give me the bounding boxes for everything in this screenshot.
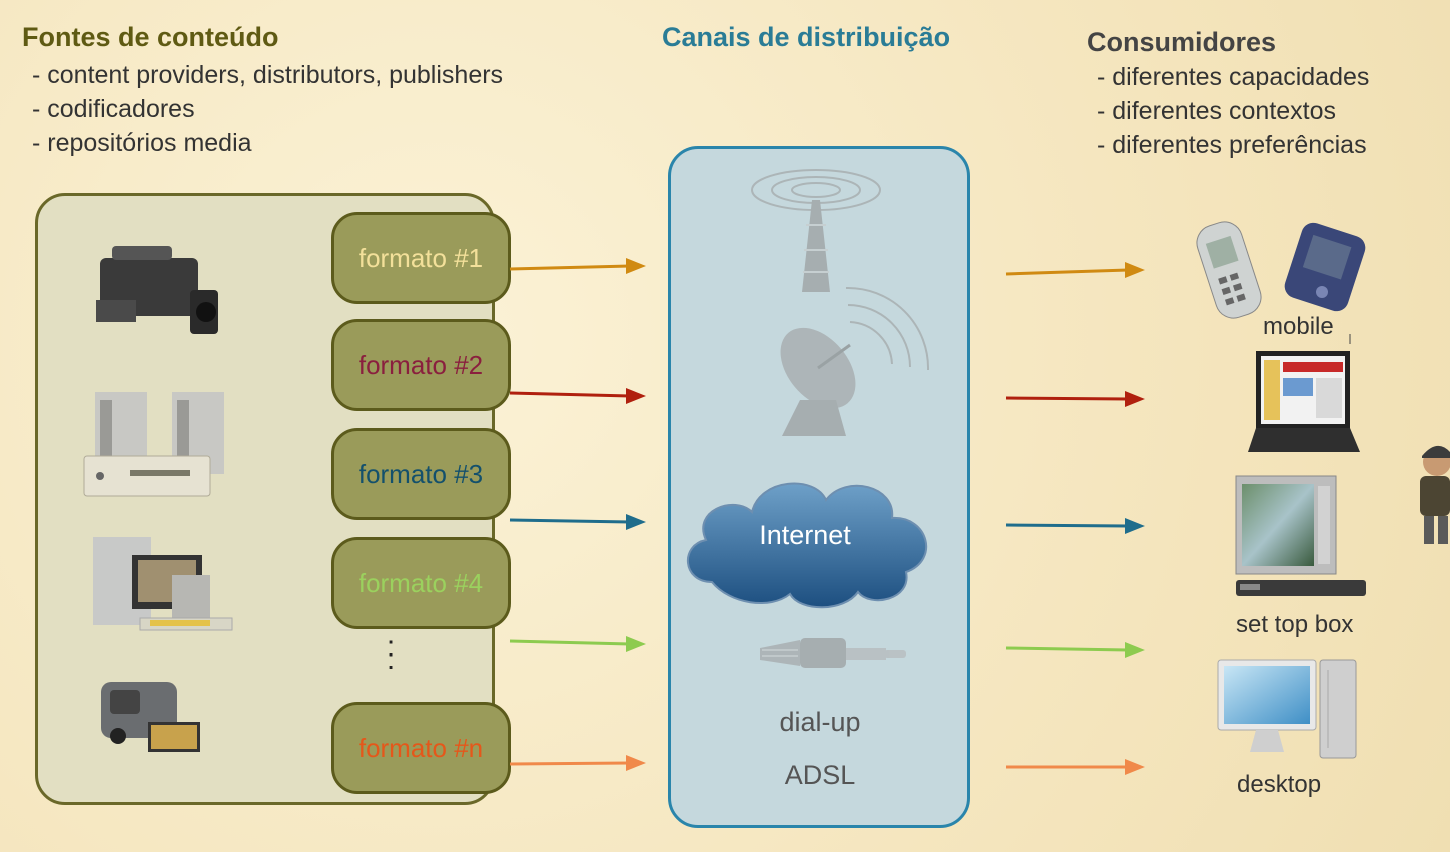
format-box-n: formato #n xyxy=(331,702,511,794)
workstation-icon xyxy=(93,537,233,631)
device-label-desktop: desktop xyxy=(1237,771,1322,798)
format-label: formato #n xyxy=(358,732,484,763)
channels-heading: Canais de distribuição xyxy=(662,22,951,52)
format-arrows-left xyxy=(509,258,646,771)
consumers-bullet: - diferentes capacidades xyxy=(1097,63,1370,91)
format-label: formato #4 xyxy=(358,567,484,598)
format-box-2: formato #2 xyxy=(331,319,511,411)
sources-bullet: - repositórios media xyxy=(32,129,252,157)
format-box-4: formato #4 xyxy=(331,537,511,629)
satellite-dish-icon xyxy=(780,286,930,436)
format-label: formato #1 xyxy=(358,242,484,273)
format-ellipsis: :: xyxy=(386,630,396,676)
sources-heading: Fontes de conteúdo xyxy=(22,22,279,52)
format-arrows-right xyxy=(1005,262,1145,775)
laptop-icon xyxy=(1248,351,1360,452)
internet-cloud-icon xyxy=(687,482,927,609)
format-label: formato #3 xyxy=(358,458,484,489)
mobile-phone-icon xyxy=(1196,221,1262,319)
radio-tower-icon xyxy=(751,169,881,292)
desktop-computer-icon xyxy=(1217,659,1357,759)
consumers-bullet-list: - diferentes capacidades - diferentes co… xyxy=(1097,60,1369,162)
tv-icon xyxy=(1235,475,1366,596)
sources-bullet: - codificadores xyxy=(32,95,195,123)
video-camera-icon xyxy=(96,246,218,334)
server-tower-icon xyxy=(83,392,224,497)
sources-bullet-list: - content providers, distributors, publi… xyxy=(32,58,503,160)
device-label-mobile: mobile xyxy=(1263,313,1334,340)
consumers-bullet: - diferentes preferências xyxy=(1097,131,1367,159)
dialup-label: dial-up xyxy=(779,707,861,737)
person-icon xyxy=(1420,445,1450,544)
format-box-1: formato #1 xyxy=(331,212,511,304)
cable-connector-icon xyxy=(760,638,906,668)
pda-icon xyxy=(1284,222,1366,312)
device-label-set-top-box: set top box xyxy=(1236,611,1354,638)
adsl-label: ADSL xyxy=(784,760,856,790)
format-label: formato #2 xyxy=(358,349,484,380)
sources-bullet: - content providers, distributors, publi… xyxy=(32,61,504,89)
consumers-heading: Consumidores xyxy=(1087,27,1277,57)
consumers-bullet: - diferentes contextos xyxy=(1097,97,1337,125)
camcorder-icon xyxy=(101,682,200,752)
internet-label: Internet xyxy=(759,520,851,550)
format-box-3: formato #3 xyxy=(331,428,511,520)
